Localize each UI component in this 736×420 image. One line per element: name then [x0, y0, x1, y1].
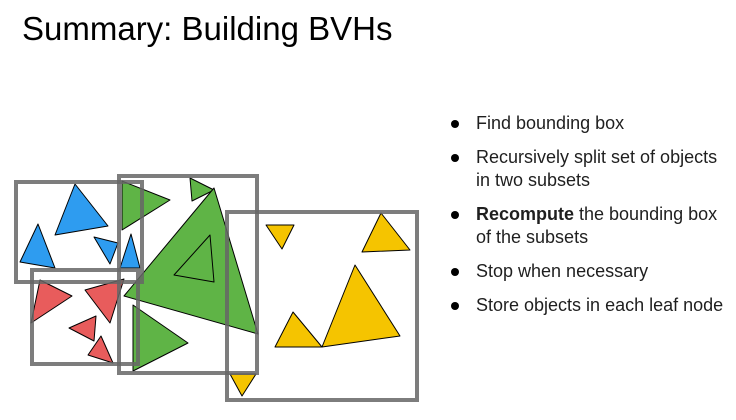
blue-triangle-large: [54, 183, 109, 236]
green-triangles: [121, 177, 259, 372]
red-triangle-left: [30, 279, 73, 324]
bullet-item: Recompute the bounding box of the subset…: [449, 203, 733, 249]
bullet-text: Stop when necessary: [476, 261, 649, 281]
bullet-list: Find bounding box Recursively split set …: [449, 112, 733, 328]
green-triangle-large: [123, 187, 259, 335]
bounding-box-red: [30, 268, 140, 366]
bounding-box-blue: [14, 180, 144, 284]
green-triangle-top: [189, 177, 215, 202]
bullet-item: Store objects in each leaf node: [449, 294, 733, 317]
bounding-box-yellow: [225, 210, 419, 402]
red-triangles: [30, 278, 125, 364]
red-triangle-mid: [68, 315, 97, 342]
bullet-bold-text: Recompute: [476, 204, 575, 224]
bullet-text: Find bounding box: [476, 113, 625, 133]
yellow-triangle-mid: [274, 311, 323, 348]
red-triangle-bottom: [87, 335, 114, 364]
green-triangle-inner: [173, 234, 215, 283]
bullet-item: Stop when necessary: [449, 260, 733, 283]
bullet-text: the bounding box of the subsets: [476, 204, 718, 247]
bullet-text: Recursively split set of objects in two …: [476, 147, 718, 190]
blue-triangle-left: [19, 223, 56, 269]
bullet-text: Store objects in each leaf node: [476, 295, 724, 315]
bounding-boxes: [14, 174, 419, 402]
bounding-box-green: [117, 174, 259, 375]
yellow-triangle-bottom: [229, 373, 257, 397]
yellow-triangle-large: [321, 264, 401, 348]
slide-title: Summary: Building BVHs: [22, 10, 393, 47]
green-triangle-bottom: [132, 304, 189, 372]
blue-triangle-right: [119, 233, 141, 269]
yellow-triangle-small-top: [265, 224, 295, 250]
blue-triangle-small: [93, 236, 119, 265]
blue-triangles: [19, 183, 141, 269]
bullet-item: Find bounding box: [449, 112, 733, 135]
bullet-item: Recursively split set of objects in two …: [449, 146, 733, 192]
yellow-triangle-top-right: [361, 212, 411, 253]
green-triangle-top-left: [121, 180, 171, 231]
